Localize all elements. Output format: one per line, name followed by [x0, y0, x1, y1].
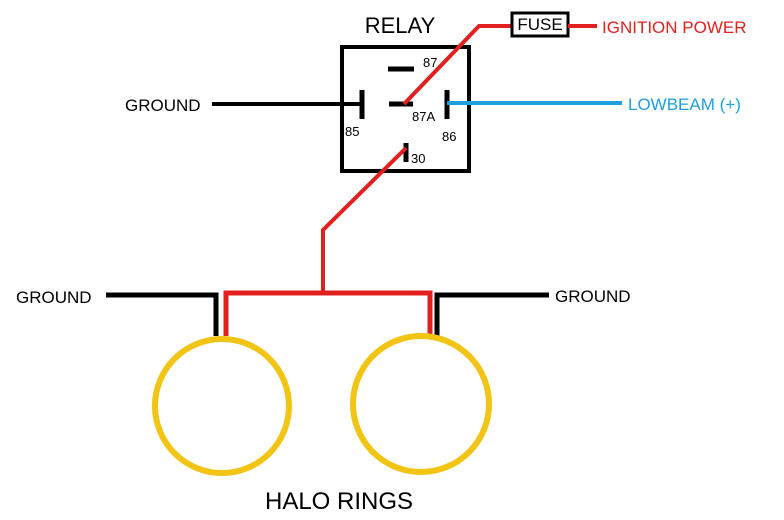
output-wire [321, 146, 408, 293]
ground-wire-right [434, 292, 549, 336]
ground-label-relay: GROUND [125, 96, 201, 115]
halo-ring-right [350, 333, 492, 475]
pin-30-label: 30 [411, 151, 425, 166]
lowbeam-label: LOWBEAM (+) [628, 95, 741, 114]
ground-label-left: GROUND [16, 288, 92, 307]
relay-title: RELAY [365, 13, 436, 38]
pin-86-label: 86 [442, 129, 456, 144]
halo-feed-wire [223, 290, 433, 336]
pin-85-label: 85 [345, 124, 359, 139]
ignition-power-label: IGNITION POWER [602, 18, 747, 37]
halo-ring-left [152, 336, 292, 476]
halo-rings-label: HALO RINGS [265, 488, 413, 515]
pin-87-label: 87 [423, 55, 437, 70]
ground-wire-left [106, 292, 219, 336]
fuse-label: FUSE [517, 15, 562, 34]
pin-87a-label: 87A [412, 109, 435, 124]
power-wire-fuse [402, 24, 512, 106]
ground-label-right: GROUND [555, 287, 631, 306]
